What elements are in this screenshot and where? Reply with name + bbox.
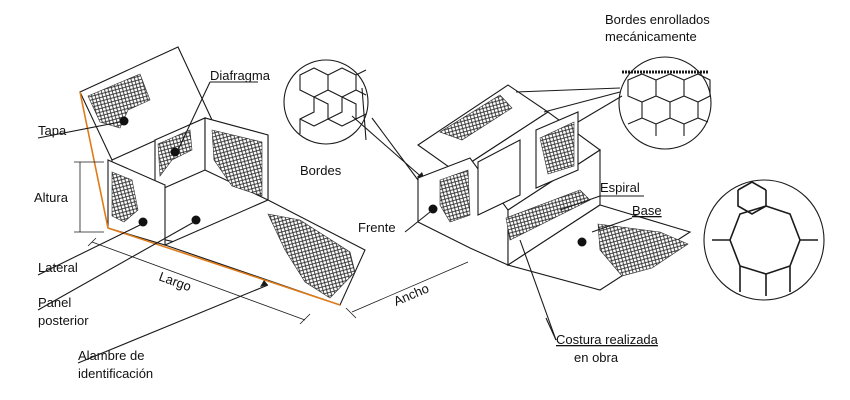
base-mesh — [597, 223, 689, 277]
edges-detail: Bordes — [283, 59, 426, 181]
base-detail-mesh — [712, 181, 818, 296]
length-dimension — [91, 241, 306, 321]
base-marker — [577, 237, 587, 247]
label-base: Base — [632, 203, 662, 218]
rolled-edges-mesh — [627, 73, 711, 136]
edges-circle — [283, 59, 369, 145]
lateral-mesh — [111, 171, 139, 223]
label-frente: Frente — [358, 220, 396, 235]
label-altura: Altura — [34, 190, 69, 205]
label-diafragma: Diafragma — [210, 68, 271, 83]
label-tapa: Tapa — [38, 123, 67, 138]
label-largo: Largo — [157, 269, 193, 294]
label-panel-1: Panel — [38, 295, 71, 310]
front-mesh — [439, 169, 471, 223]
box-divider-1 — [477, 139, 521, 216]
lid-mesh — [87, 73, 151, 129]
label-costura-2: en obra — [574, 350, 619, 365]
base-circle — [703, 179, 825, 301]
rolled-edges-detail — [515, 56, 712, 150]
label-ancho: Ancho — [391, 281, 431, 309]
front-marker — [428, 204, 438, 214]
lateral-marker — [138, 217, 148, 227]
diaphragm-marker — [170, 147, 180, 157]
label-lateral: Lateral — [38, 260, 78, 275]
closed-gabion — [417, 84, 692, 291]
edges-leader — [351, 115, 426, 181]
base-detail — [703, 179, 825, 301]
width-dimension — [351, 261, 469, 313]
identification-wire — [79, 91, 341, 306]
seam-leader-1 — [519, 239, 557, 341]
label-alambre-1: Alambre de — [78, 348, 144, 363]
rolled-leader-1 — [515, 87, 621, 93]
rolled-leader-3 — [577, 95, 623, 123]
label-panel-2: posterior — [38, 313, 89, 328]
lid-marker — [119, 116, 129, 126]
label-bordes-enrollados-2: mecánicamente — [605, 29, 697, 44]
inner-mesh — [211, 129, 263, 197]
rolled-leader-2 — [543, 91, 621, 113]
open-gabion — [74, 46, 469, 325]
seam-leader-2 — [545, 317, 557, 341]
rolled-edges-circle — [618, 56, 712, 150]
divider-mesh-1 — [539, 121, 575, 175]
label-alambre-2: identificación — [78, 366, 153, 381]
label-bordes: Bordes — [300, 163, 342, 178]
edges-leader-2 — [371, 117, 419, 181]
lid-open-mesh — [439, 94, 513, 141]
label-costura-1: Costura realizada — [556, 332, 659, 347]
label-bordes-enrollados-1: Bordes enrollados — [605, 12, 710, 27]
label-espiral: Espiral — [600, 180, 640, 195]
edges-mesh — [299, 67, 367, 134]
base-panel — [506, 204, 692, 291]
flat-mesh — [267, 213, 356, 299]
